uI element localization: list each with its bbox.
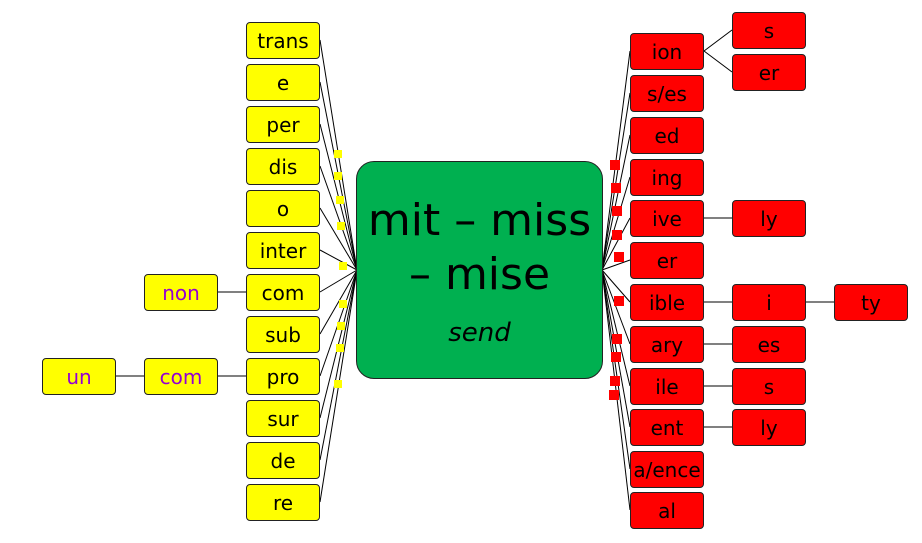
- prefix-marker: [337, 222, 345, 230]
- sub-connector: [703, 50, 733, 73]
- prefix-connector: [319, 269, 358, 335]
- prefix-marker: [334, 172, 342, 180]
- sub-suffix-node-ent-ly[interactable]: ly: [732, 409, 806, 446]
- prefix-node-de[interactable]: de: [246, 442, 320, 479]
- suffix-node-ing[interactable]: ing: [630, 159, 704, 196]
- outer-prefix-node-non[interactable]: non: [144, 274, 218, 311]
- prefix-node-o[interactable]: o: [246, 190, 320, 227]
- suffix-connector: [601, 269, 631, 428]
- suffix-marker: [610, 376, 620, 386]
- prefix-node-per[interactable]: per: [246, 106, 320, 143]
- prefix-marker: [334, 380, 342, 388]
- suffix-connector: [601, 269, 631, 470]
- outer-prefix-node-com[interactable]: com: [144, 358, 218, 395]
- prefix-node-re[interactable]: re: [246, 484, 320, 521]
- prefix-marker: [336, 196, 344, 204]
- suffix-node-ion[interactable]: ion: [630, 33, 704, 70]
- suffix-node-a-ence[interactable]: a/ence: [630, 451, 704, 488]
- prefix-connector: [319, 249, 358, 271]
- root-meaning: send: [448, 318, 511, 348]
- prefix-marker: [334, 150, 342, 158]
- prefix-node-com[interactable]: com: [246, 274, 320, 311]
- suffix-node-ive[interactable]: ive: [630, 200, 704, 237]
- prefix-connector: [319, 207, 358, 271]
- suffix-node-ary[interactable]: ary: [630, 326, 704, 363]
- prefix-marker: [339, 262, 347, 270]
- suffix-connector: [601, 269, 631, 387]
- suffix-marker: [610, 160, 620, 170]
- suffix-marker: [611, 352, 621, 362]
- suffix-connector: [601, 176, 631, 271]
- prefix-marker: [339, 300, 347, 308]
- prefix-node-e[interactable]: e: [246, 64, 320, 101]
- suffix-marker: [612, 334, 622, 344]
- suffix-connector: [601, 269, 631, 345]
- prefix-connector: [319, 269, 358, 461]
- prefix-connector: [319, 165, 358, 271]
- prefix-node-pro[interactable]: pro: [246, 358, 320, 395]
- suffix-node-s-es[interactable]: s/es: [630, 75, 704, 112]
- prefix-node-sub[interactable]: sub: [246, 316, 320, 353]
- suffix-connector: [601, 92, 631, 271]
- sub-connector: [703, 29, 733, 52]
- sub-suffix-node-ive-ly[interactable]: ly: [732, 200, 806, 237]
- suffix-node-ible[interactable]: ible: [630, 284, 704, 321]
- suffix-marker: [614, 252, 624, 262]
- suffix-node-er[interactable]: er: [630, 242, 704, 279]
- suffix-node-ent[interactable]: ent: [630, 409, 704, 446]
- suffix-connector: [601, 134, 631, 271]
- sub-suffix-node-ible-i[interactable]: i: [732, 284, 806, 321]
- root-title: mit – miss – mise: [367, 195, 592, 300]
- prefix-node-trans[interactable]: trans: [246, 22, 320, 59]
- prefix-node-dis[interactable]: dis: [246, 148, 320, 185]
- suffix-node-ed[interactable]: ed: [630, 117, 704, 154]
- prefix-node-inter[interactable]: inter: [246, 232, 320, 269]
- suffix-marker: [614, 296, 624, 306]
- suffix-connector: [601, 259, 631, 271]
- sub-suffix-node-ible-ty[interactable]: ty: [834, 284, 908, 321]
- sub-suffix-node-ion-er[interactable]: er: [732, 54, 806, 91]
- prefix-node-sur[interactable]: sur: [246, 400, 320, 437]
- prefix-marker: [337, 322, 345, 330]
- suffix-marker: [609, 390, 619, 400]
- suffix-connector: [601, 269, 631, 303]
- suffix-node-al[interactable]: al: [630, 492, 704, 529]
- sub-suffix-node-ion-s[interactable]: s: [732, 12, 806, 49]
- prefix-connector: [319, 269, 358, 293]
- suffix-marker: [612, 206, 622, 216]
- sub-suffix-node-ile-s[interactable]: s: [732, 368, 806, 405]
- root-node[interactable]: mit – miss – mise send: [356, 161, 603, 379]
- prefix-marker: [336, 344, 344, 352]
- sub-suffix-node-ary-es[interactable]: es: [732, 326, 806, 363]
- suffix-marker: [612, 230, 622, 240]
- suffix-connector: [601, 217, 631, 271]
- suffix-node-ile[interactable]: ile: [630, 368, 704, 405]
- outer-prefix-node-un[interactable]: un: [42, 358, 116, 395]
- suffix-marker: [611, 183, 621, 193]
